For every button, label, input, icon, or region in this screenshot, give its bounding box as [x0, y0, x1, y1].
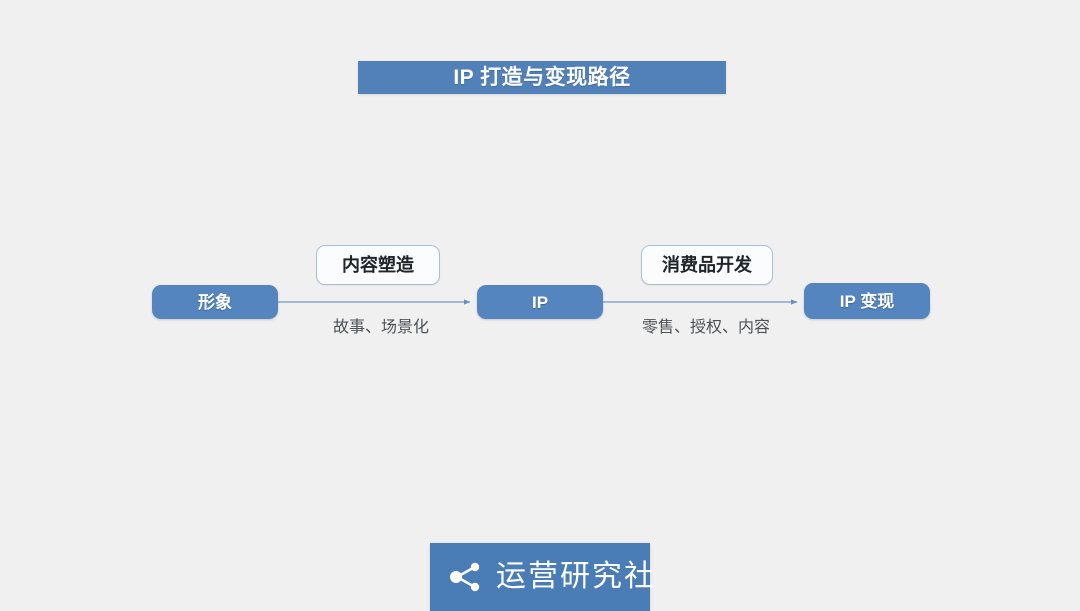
flow-node-ip[interactable]: IP: [477, 285, 603, 319]
page-title: IP 打造与变现路径: [453, 66, 631, 89]
edge-chip-content-shaping[interactable]: 内容塑造: [316, 245, 440, 285]
edge-chip-consumer-product-development[interactable]: 消费品开发: [641, 245, 773, 285]
slide-title-banner: IP 打造与变现路径: [358, 61, 726, 94]
share-nodes-icon: [450, 562, 480, 592]
flow-node-image-label: 形象: [198, 292, 232, 312]
flow-node-ip-label: IP: [531, 292, 549, 312]
flow-node-image[interactable]: 形象: [152, 285, 278, 319]
footer-brand-name: 运营研究社: [496, 560, 656, 593]
edge-chip-content-shaping-label: 内容塑造: [342, 255, 414, 275]
flow-node-monetize[interactable]: IP 变现: [804, 283, 930, 319]
edge-caption-retail: 零售、授权、内容: [641, 319, 770, 336]
footer-brand-bar: 运营研究社: [430, 543, 654, 611]
edge-caption-story: 故事、场景化: [332, 319, 429, 336]
flow-node-monetize-label: IP 变现: [839, 291, 895, 311]
edge-chip-consumer-product-development-label: 消费品开发: [662, 255, 752, 275]
